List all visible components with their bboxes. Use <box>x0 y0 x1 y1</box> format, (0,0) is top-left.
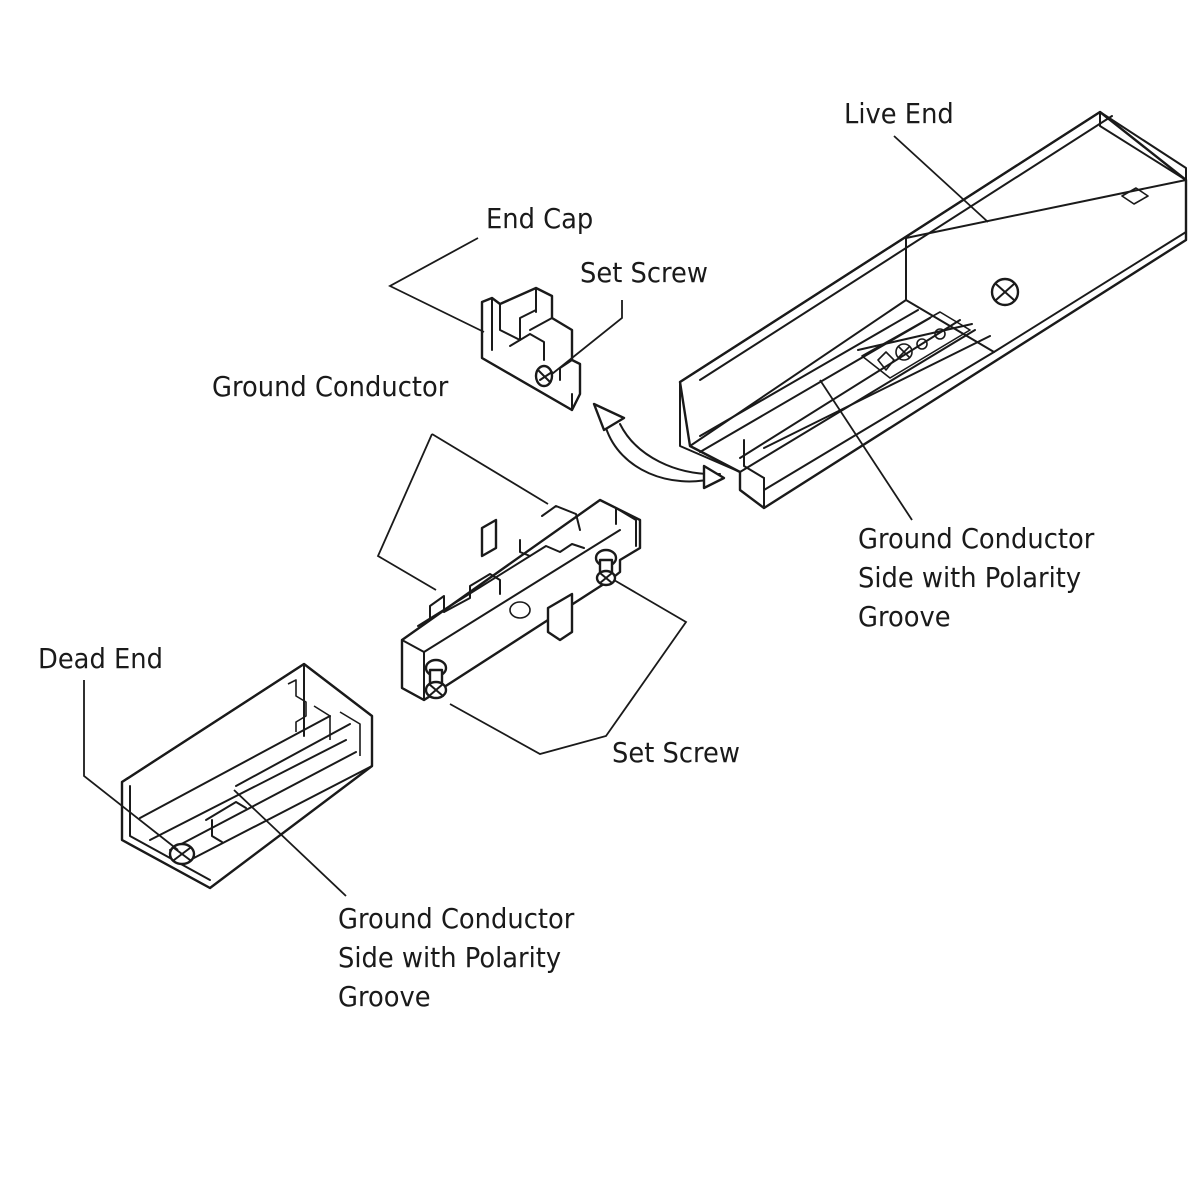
ground-side-bottom-line-3: Groove <box>338 980 431 1013</box>
dead-end-track <box>120 662 374 890</box>
set-screw-top-label: Set Screw <box>580 256 708 289</box>
live-end-label: Live End <box>844 97 954 130</box>
end-cap-part <box>480 286 582 412</box>
ground-side-bottom-line-2: Side with Polarity <box>338 941 562 974</box>
ground-conductor-label: Ground Conductor <box>212 370 449 403</box>
leader-lines <box>83 135 989 897</box>
connector-screw-bottom-icon <box>424 658 448 700</box>
connector-part <box>400 498 642 702</box>
ground-side-right-line-3: Groove <box>858 600 951 633</box>
end-cap-label: End Cap <box>486 202 594 235</box>
insertion-arrow-icon <box>592 402 726 490</box>
end-cap-set-screw-icon <box>534 364 554 388</box>
ground-side-right-line-2: Side with Polarity <box>858 561 1082 594</box>
live-end-track <box>678 110 1188 510</box>
ground-side-bottom-line-1: Ground Conductor <box>338 902 575 935</box>
set-screw-bottom-label: Set Screw <box>612 736 740 769</box>
ground-side-right-line-1: Ground Conductor <box>858 522 1095 555</box>
connector-screw-top-icon <box>594 548 618 587</box>
live-end-screw-icon <box>990 277 1020 307</box>
dead-end-label: Dead End <box>38 642 163 675</box>
